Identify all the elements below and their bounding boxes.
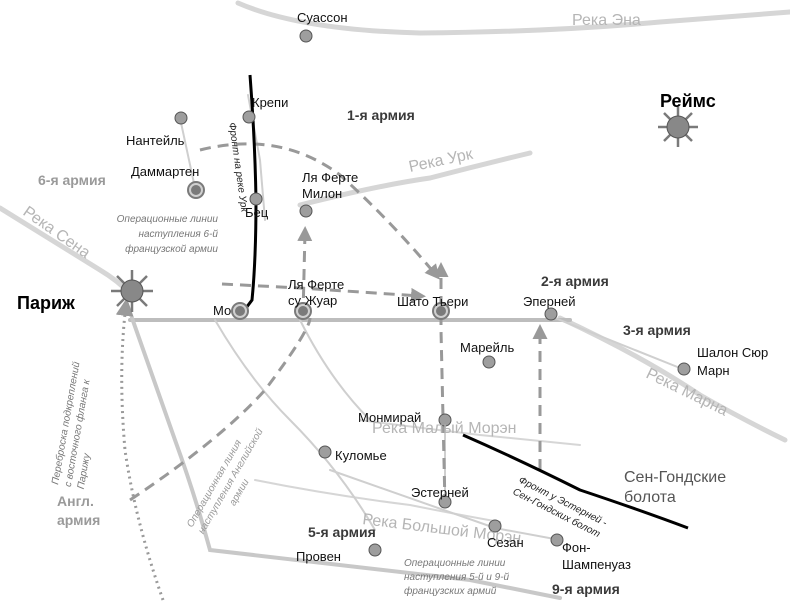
- city-label-coulommiers: Куломье: [335, 448, 387, 463]
- river-grand-morin: [254, 479, 501, 523]
- city-label-ferte-jouarre-2: су Жуар: [288, 293, 337, 308]
- city-label-chateau-thierry: Шато Тьери: [397, 294, 468, 309]
- city-label-sezanne: Сезан: [487, 535, 524, 550]
- paris-sun-icon: [111, 270, 153, 312]
- city-label-paris: Париж: [17, 293, 75, 313]
- city-dot-crepy: [242, 110, 256, 124]
- op-line-6th-north: [199, 142, 440, 280]
- army-label-2nd: 2-я армия: [541, 273, 609, 289]
- city-label-fere-1: Фон-: [562, 540, 591, 555]
- city-dot-chalons: [677, 362, 691, 376]
- city-dot-fere: [550, 533, 564, 547]
- operation-lines: [129, 142, 548, 506]
- river-label-petit-morin: Река Малый Морэн: [372, 420, 517, 437]
- city-dot-soissons: [299, 29, 313, 43]
- region-label-marsh-1: Сен-Гондские: [624, 469, 726, 486]
- city-ring-meaux: [231, 302, 249, 320]
- army-label-3rd: 3-я армия: [623, 322, 691, 338]
- op-line-english-a: [297, 226, 313, 317]
- op-line-english-b: [129, 317, 312, 502]
- river-seine: [0, 205, 135, 299]
- city-dots: [174, 29, 691, 557]
- city-label-nanteuil: Нантейль: [126, 133, 185, 148]
- city-label-dammartin: Даммартен: [131, 164, 199, 179]
- city-label-chalons-1: Шалон Сюр: [697, 345, 768, 360]
- note-front-esternay: Фронт у Эстерней - Сен-Гондских болот: [511, 475, 609, 540]
- city-dot-nanteuil: [174, 111, 188, 125]
- city-label-betz: Бец: [245, 205, 269, 220]
- note-op-6th-2: наступления 6-й: [138, 229, 218, 240]
- region-label-marsh-2: болота: [624, 489, 676, 506]
- river-marne-east: [557, 315, 788, 443]
- note-transfer: Переброска подкреплений с восточного фла…: [49, 360, 93, 490]
- army-label-6th: 6-я армия: [38, 172, 106, 188]
- city-label-ferte-jouarre-1: Ля Ферте: [288, 277, 344, 292]
- city-label-fere-2: Шампенуаз: [562, 557, 631, 572]
- river-petit-morin: [359, 419, 581, 446]
- rivers: [0, 0, 790, 523]
- transfer-dotted-line: [115, 297, 165, 601]
- city-label-esternay: Эстерней: [411, 485, 469, 500]
- city-label-ferte-milon-1: Ля Ферте: [302, 170, 358, 185]
- ringed-cities: [187, 181, 450, 320]
- city-dot-ferte-milon: [299, 204, 313, 218]
- river-label-aisne: Река Эна: [572, 12, 641, 29]
- city-dot-mareuil: [482, 355, 496, 369]
- army-label-english-1: Англ.: [57, 493, 94, 509]
- river-aisne: [235, 0, 790, 36]
- river-ourcq: [297, 150, 533, 208]
- road-paris-south: [130, 316, 562, 600]
- note-front-ourcq: Фронт на реке Урк: [226, 122, 250, 214]
- road-epernay-chalons: [554, 317, 686, 371]
- city-label-epernay: Эперней: [523, 294, 576, 309]
- note-op-59-2: наступления 5-й и 9-й: [404, 572, 510, 583]
- city-dot-provins: [368, 543, 382, 557]
- city-dot-coulommiers: [318, 445, 332, 459]
- city-dot-esternay: [438, 495, 452, 509]
- city-label-montmirail: Монмирай: [358, 410, 421, 425]
- note-op-6th-3: французской армии: [125, 243, 218, 255]
- city-label-provins: Провен: [296, 549, 341, 564]
- city-label-soissons: Суассон: [297, 10, 348, 25]
- army-label-english-2: армия: [57, 512, 100, 528]
- city-label-chalons-2: Марн: [697, 363, 730, 378]
- note-op-59-1: Операционные линии: [404, 558, 506, 569]
- city-label-reims: Реймс: [660, 91, 716, 111]
- city-ring-ferte-jouarre: [294, 302, 312, 320]
- city-label-crepy: Крепи: [252, 95, 288, 110]
- city-label-mareuil: Марейль: [460, 340, 515, 355]
- city-dot-montmirail: [438, 413, 452, 427]
- city-ring-dammartin: [187, 181, 205, 199]
- city-ring-chateau-thierry: [432, 302, 450, 320]
- city-dot-epernay: [544, 307, 558, 321]
- army-label-5th: 5-я армия: [308, 524, 376, 540]
- note-op-59-3: французских армий: [404, 585, 497, 597]
- city-label-meaux: Мо: [213, 303, 231, 318]
- road-meaux-southeast: [214, 319, 376, 531]
- army-label-9th: 9-я армия: [552, 581, 620, 597]
- city-dot-sezanne: [488, 519, 502, 533]
- front-line-esternay: [462, 433, 689, 530]
- city-label-ferte-milon-2: Милон: [302, 186, 342, 201]
- river-label-seine: Река Сена: [20, 203, 94, 262]
- army-label-1st: 1-я армия: [347, 107, 415, 123]
- road-ferte-south: [299, 319, 371, 421]
- op-line-6th-middle: [221, 282, 426, 303]
- reims-sun-icon: [658, 107, 698, 147]
- road-nanteuil: [179, 117, 196, 189]
- op-line-5th: [433, 262, 449, 506]
- city-dot-betz: [249, 192, 263, 206]
- note-op-6th-1: Операционные линии: [117, 214, 219, 225]
